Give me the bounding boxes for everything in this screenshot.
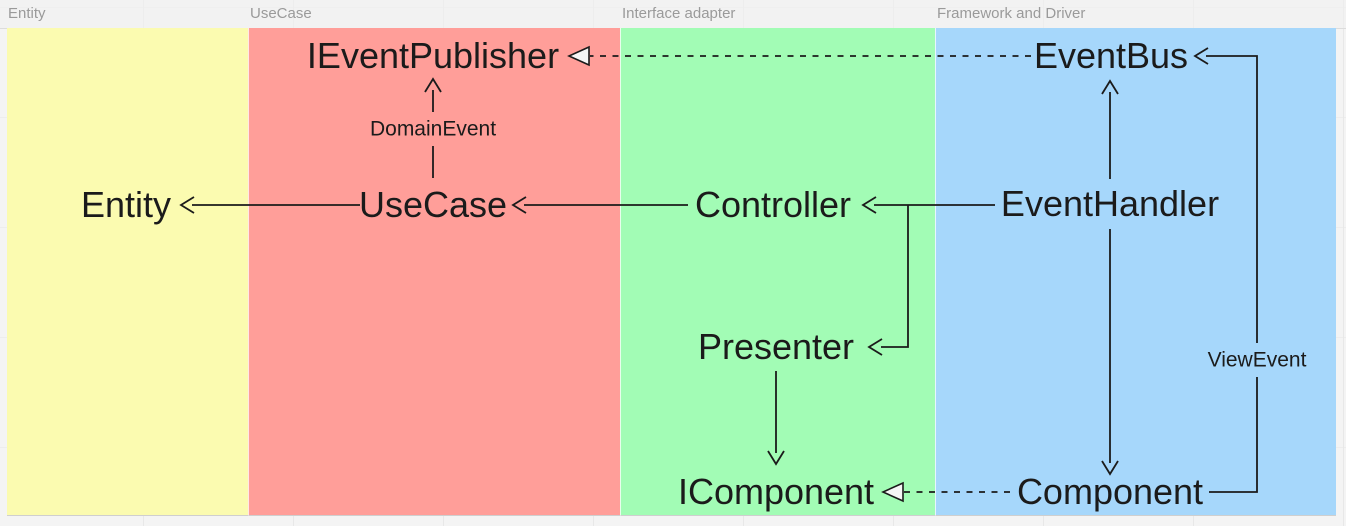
node-ieventpublisher: IEventPublisher — [306, 35, 560, 76]
node-entity: Entity — [80, 184, 172, 225]
layer-column-usecase — [248, 28, 620, 516]
layer-column-entity — [7, 28, 248, 516]
layer-header-strip: Entity UseCase Interface adapter Framewo… — [0, 0, 1346, 29]
node-usecase: UseCase — [358, 184, 508, 225]
header-label-framework-driver: Framework and Driver — [937, 5, 1086, 22]
layer-column-interface-adapter — [620, 28, 935, 516]
node-presenter: Presenter — [697, 326, 855, 367]
node-eventhandler: EventHandler — [1000, 183, 1220, 224]
header-label-usecase: UseCase — [250, 5, 312, 22]
node-eventbus: EventBus — [1033, 35, 1189, 76]
edge-label-domainevent: DomainEvent — [369, 117, 497, 141]
node-icomponent: IComponent — [677, 471, 875, 512]
node-component: Component — [1016, 471, 1204, 512]
layer-column-framework-driver — [935, 28, 1336, 516]
edge-label-viewevent: ViewEvent — [1207, 348, 1307, 372]
header-label-interface-adapter: Interface adapter — [622, 5, 736, 22]
node-controller: Controller — [694, 184, 852, 225]
header-label-entity: Entity — [8, 5, 46, 22]
